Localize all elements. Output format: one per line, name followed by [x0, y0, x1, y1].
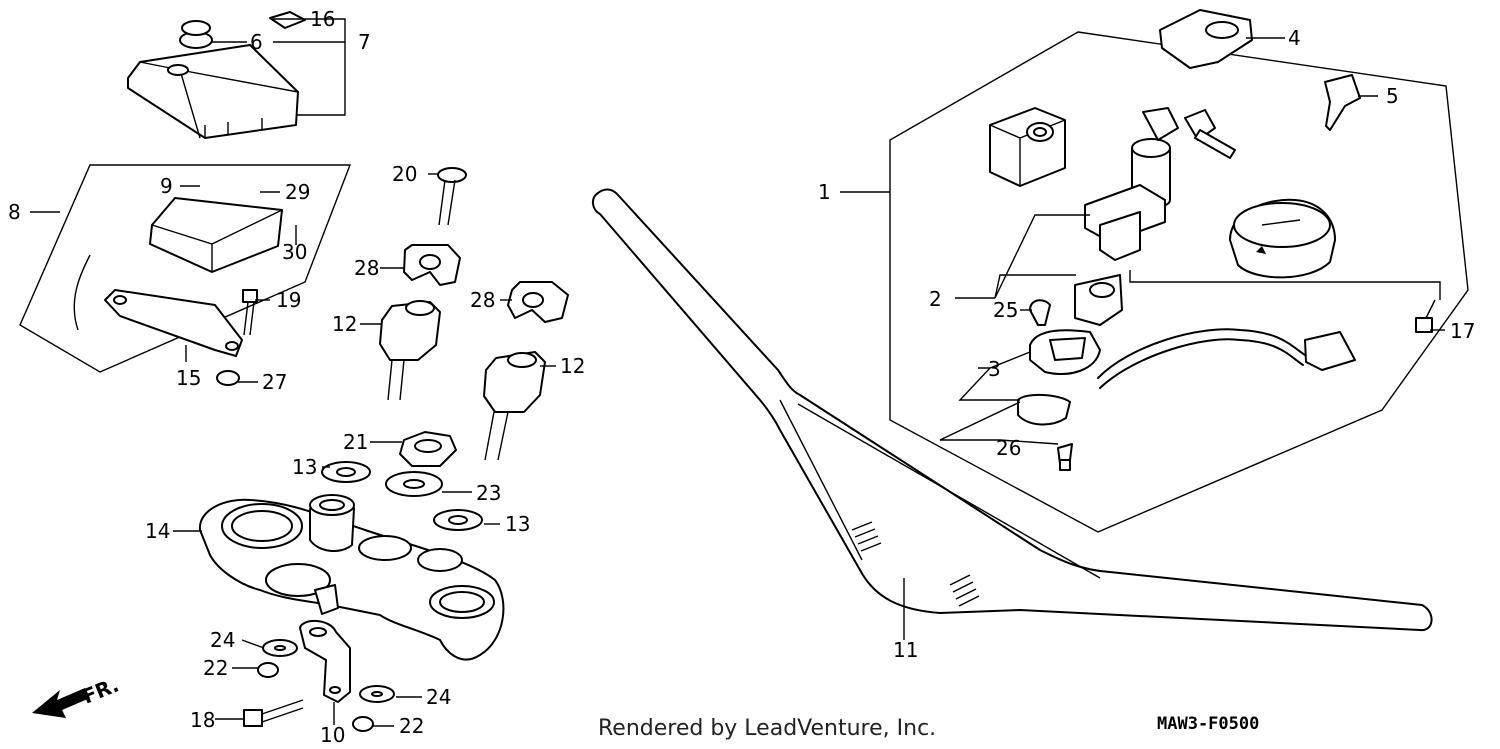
washer-24-upper	[262, 639, 298, 657]
washer-13-left	[321, 461, 371, 483]
callout-4: 4	[1288, 26, 1301, 50]
callout-28-upper: 28	[354, 256, 379, 280]
callout-3: 3	[988, 357, 1001, 381]
callout-12-left: 12	[332, 312, 357, 336]
bracket-15	[104, 289, 243, 357]
handlebar-holder-12-left	[379, 300, 441, 401]
callout-7: 7	[358, 30, 371, 54]
handlebar-knurl-left	[851, 521, 882, 552]
ignition-cylinder	[1084, 107, 1236, 261]
callout-20: 20	[392, 162, 417, 186]
top-bridge	[198, 494, 505, 661]
screw-26	[1057, 443, 1073, 471]
lock-cylinder-box	[989, 107, 1066, 187]
callout-26: 26	[996, 436, 1021, 460]
key-5	[1324, 74, 1361, 131]
holder-cap-28-upper	[403, 244, 461, 286]
callout-5: 5	[1386, 84, 1399, 108]
ignition-switch-group-frame	[889, 31, 1469, 533]
meter-cover	[127, 44, 299, 139]
callout-22-upper: 22	[203, 656, 228, 680]
switch-base-ring	[1017, 394, 1071, 426]
callout-8: 8	[8, 200, 21, 224]
bracket-10	[299, 620, 351, 703]
callout-29: 29	[285, 180, 310, 204]
callout-15: 15	[176, 366, 201, 390]
callout-25: 25	[993, 298, 1018, 322]
bolt-18	[243, 699, 304, 727]
nut-22-upper	[257, 662, 279, 678]
part-16	[269, 11, 306, 29]
callout-28-lower: 28	[470, 288, 495, 312]
fuel-cap	[1229, 198, 1336, 279]
nut-27	[216, 370, 240, 386]
nut-21	[399, 431, 457, 467]
callout-2: 2	[929, 287, 942, 311]
callout-11: 11	[893, 638, 918, 662]
holder-cap-28-lower	[507, 281, 569, 323]
screw-17	[1415, 299, 1436, 333]
callout-18: 18	[190, 708, 215, 732]
callout-19: 19	[276, 288, 301, 312]
handlebar	[592, 188, 1433, 632]
front-direction-label: FR.	[79, 673, 122, 709]
bolt-20	[437, 167, 467, 226]
credit-text: Rendered by LeadVenture, Inc.	[598, 716, 937, 741]
callout-14: 14	[145, 519, 170, 543]
callout-24-upper: 24	[210, 628, 235, 652]
callout-23: 23	[476, 481, 501, 505]
washer-24-lower	[359, 685, 395, 703]
indicator-unit	[73, 197, 283, 331]
ignition-wire-harness	[1029, 328, 1356, 389]
washer-23	[385, 471, 443, 497]
callout-13-right: 13	[505, 512, 530, 536]
callout-9: 9	[160, 174, 173, 198]
leader-lines	[30, 18, 1445, 727]
clip	[1029, 299, 1051, 326]
callout-13-left: 13	[292, 455, 317, 479]
callout-6: 6	[250, 30, 263, 54]
washer-13-right	[433, 509, 483, 531]
callout-30: 30	[282, 240, 307, 264]
bracket-4	[1159, 9, 1253, 69]
handlebar-knurl-right	[949, 574, 980, 607]
switch-cover	[1074, 274, 1123, 326]
callout-12-right: 12	[560, 354, 585, 378]
callout-22-lower: 22	[399, 714, 424, 738]
handlebar-holder-12-right	[483, 351, 546, 461]
callout-21: 21	[343, 430, 368, 454]
bolt-19	[242, 289, 258, 336]
nut-22-lower	[352, 716, 374, 732]
front-direction-arrow: FR.	[32, 673, 122, 718]
grommet-6	[179, 20, 213, 49]
callout-numbers: 1 2 3 4 5 6 7 8 9 10 11 12 12 13 13 14 1…	[8, 7, 1475, 747]
callout-17: 17	[1450, 319, 1475, 343]
callout-27: 27	[262, 370, 287, 394]
callout-16: 16	[310, 7, 335, 31]
callout-10: 10	[320, 723, 345, 747]
callout-1: 1	[818, 180, 831, 204]
callout-24-lower: 24	[426, 685, 451, 709]
diagram-code: MAW3-F0500	[1157, 714, 1260, 734]
